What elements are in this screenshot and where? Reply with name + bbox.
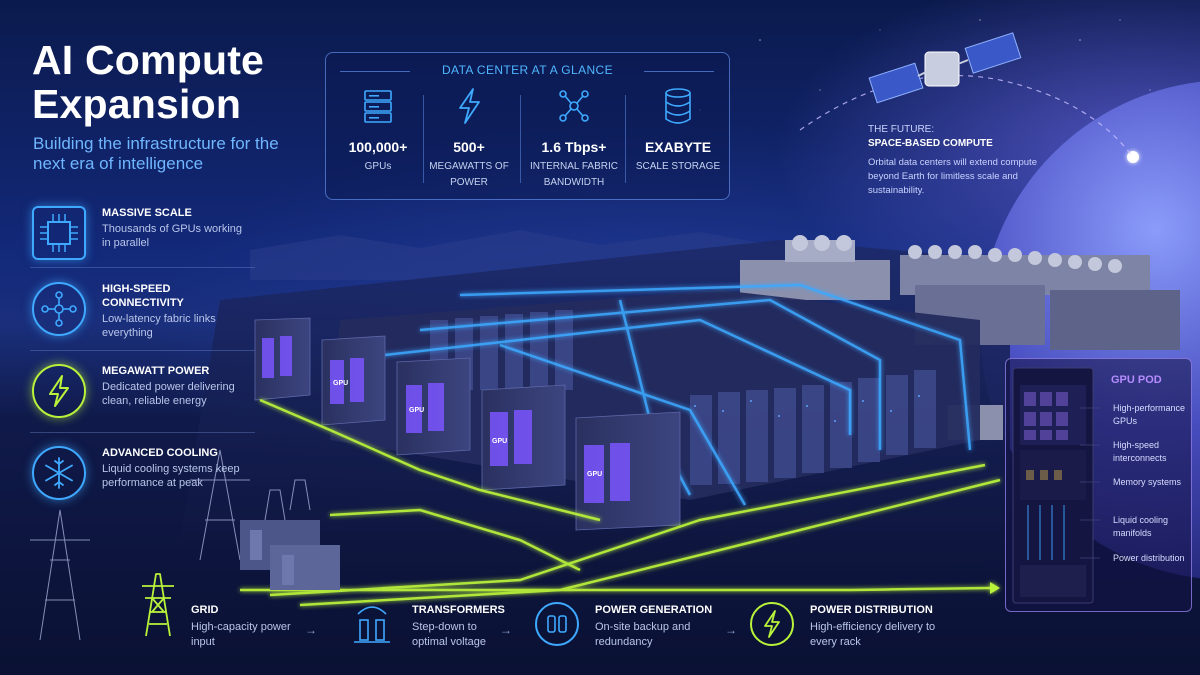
stat-value: 100,000+ bbox=[348, 139, 408, 155]
gpu-rack-label: GPU bbox=[333, 380, 348, 387]
gpu-pod-item: High-speed interconnects bbox=[1113, 440, 1167, 463]
flow-step-description: Step-down to optimal voltage bbox=[412, 621, 486, 648]
feature-description: Thousands of GPUs working in parallel bbox=[102, 223, 243, 249]
lightning-icon bbox=[750, 602, 794, 646]
stat-divider bbox=[423, 95, 424, 183]
power-tower-icon bbox=[140, 568, 176, 638]
stat-storage: EXABYTE SCALE STORAGE bbox=[628, 83, 728, 195]
generator-icon bbox=[535, 602, 579, 646]
flow-arrow-icon: → bbox=[725, 623, 737, 637]
lightning-icon bbox=[453, 87, 485, 125]
chip-icon bbox=[32, 206, 86, 260]
page-title: AI Compute Expansion bbox=[32, 38, 264, 126]
feature-divider bbox=[30, 267, 255, 268]
transformer-units bbox=[240, 520, 340, 590]
title-line-1: AI Compute bbox=[32, 37, 265, 83]
feature-advanced-cooling: ADVANCED COOLING Liquid cooling systems … bbox=[30, 440, 260, 518]
feature-massive-scale: MASSIVE SCALE Thousands of GPUs working … bbox=[30, 200, 260, 278]
cooling-building bbox=[740, 235, 1180, 440]
flow-step-title: POWER GENERATION bbox=[595, 604, 713, 616]
feature-megawatt-power: MEGAWATT POWER Dedicated power deliverin… bbox=[30, 358, 260, 436]
feature-description: Liquid cooling systems keep performance … bbox=[102, 463, 240, 489]
lightning-icon bbox=[32, 364, 86, 418]
orbit-path bbox=[799, 75, 1134, 158]
network-icon bbox=[557, 88, 591, 124]
stat-gpus: 100,000+ GPUs bbox=[328, 83, 428, 195]
stat-label: SCALE STORAGE bbox=[635, 161, 721, 172]
flow-step-description: High-efficiency delivery to every rack bbox=[810, 621, 936, 648]
stat-value: EXABYTE bbox=[644, 139, 712, 155]
snowflake-icon bbox=[32, 446, 86, 500]
flow-arrow-icon: → bbox=[500, 623, 512, 637]
transformer-icon bbox=[350, 602, 394, 648]
gpu-pod-panel: GPU POD High-performance GPUs High-speed… bbox=[1005, 358, 1192, 612]
stat-label: INTERNAL FABRIC BANDWIDTH bbox=[530, 161, 618, 188]
gpu-pod-item: High-performance GPUs bbox=[1113, 403, 1186, 426]
feature-connectivity: HIGH-SPEED CONNECTIVITY Low-latency fabr… bbox=[30, 276, 260, 354]
gpu-rack-label: GPU bbox=[587, 471, 602, 478]
stat-value: 500+ bbox=[453, 139, 485, 155]
feature-divider bbox=[30, 432, 255, 433]
sun-flare bbox=[1127, 151, 1139, 163]
stat-bandwidth: 1.6 Tbps+ INTERNAL FABRIC BANDWIDTH bbox=[524, 83, 624, 195]
flow-step-title: POWER DISTRIBUTION bbox=[810, 604, 933, 616]
flow-step-transformers: TRANSFORMERS Step-down to optimal voltag… bbox=[350, 596, 520, 656]
glance-title-rule bbox=[644, 71, 714, 72]
database-icon bbox=[663, 87, 693, 125]
title-line-2: Expansion bbox=[32, 81, 242, 127]
feature-divider bbox=[30, 350, 255, 351]
future-label: THE FUTURE: bbox=[868, 124, 935, 135]
feature-title: MEGAWATT POWER bbox=[102, 365, 210, 377]
future-title: SPACE-BASED COMPUTE bbox=[868, 138, 993, 149]
glance-panel: DATA CENTER AT A GLANCE 100,000+ GPUs 50… bbox=[325, 52, 730, 200]
gpu-pod-item: Liquid cooling manifolds bbox=[1113, 515, 1169, 538]
stat-label: MEGAWATTS OF POWER bbox=[429, 161, 509, 188]
satellite-icon bbox=[868, 32, 1022, 104]
gpu-rack-label: GPU bbox=[409, 407, 424, 414]
stat-value: 1.6 Tbps+ bbox=[541, 139, 607, 155]
feature-title: HIGH-SPEED CONNECTIVITY bbox=[102, 283, 184, 309]
power-lines bbox=[240, 398, 1001, 607]
stat-label: GPUs bbox=[364, 161, 392, 172]
gpu-pod-item: Memory systems bbox=[1113, 477, 1182, 487]
stat-divider bbox=[520, 95, 521, 183]
server-rack-icon bbox=[362, 89, 394, 125]
gpu-rack-row: GPU GPU GPU GPU bbox=[254, 317, 681, 531]
glance-title: DATA CENTER AT A GLANCE bbox=[441, 63, 614, 77]
feature-title: MASSIVE SCALE bbox=[102, 207, 192, 219]
power-arrow-icon bbox=[990, 582, 1000, 594]
flow-step-description: High-capacity power input bbox=[191, 621, 291, 648]
flow-step-title: GRID bbox=[191, 604, 219, 616]
flow-step-distribution: POWER DISTRIBUTION High-efficiency deliv… bbox=[750, 596, 950, 656]
network-icon bbox=[32, 282, 86, 336]
feature-title: ADVANCED COOLING bbox=[102, 447, 218, 459]
gpu-pod-title: GPU POD bbox=[1111, 374, 1162, 386]
gpu-rack-label: GPU bbox=[492, 438, 507, 445]
stat-divider bbox=[625, 95, 626, 183]
feature-description: Low-latency fabric links everything bbox=[102, 313, 216, 339]
page-subtitle: Building the infrastructure for the next… bbox=[33, 134, 279, 173]
flow-step-description: On-site backup and redundancy bbox=[595, 621, 691, 648]
flow-step-title: TRANSFORMERS bbox=[412, 604, 505, 616]
substation bbox=[30, 449, 311, 641]
future-description: Orbital data centers will extend compute… bbox=[868, 157, 1037, 196]
flow-step-generation: POWER GENERATION On-site backup and redu… bbox=[535, 596, 735, 656]
flow-arrow-icon: → bbox=[305, 623, 317, 637]
gpu-pod-item: Power distribution bbox=[1113, 553, 1185, 563]
feature-description: Dedicated power delivering clean, reliab… bbox=[102, 381, 235, 407]
stat-power: 500+ MEGAWATTS OF POWER bbox=[419, 83, 519, 195]
glance-title-rule bbox=[340, 71, 410, 72]
flow-step-grid: GRID High-capacity power input bbox=[140, 573, 300, 656]
